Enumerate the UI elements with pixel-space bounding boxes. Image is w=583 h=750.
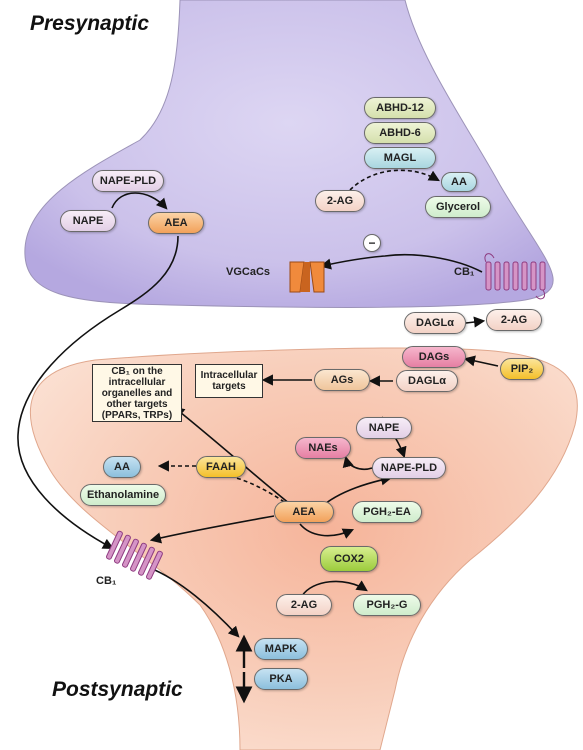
faah-node: FAAH xyxy=(196,456,246,478)
dagl-low-node: DAGLα xyxy=(396,370,458,392)
presynaptic-terminal xyxy=(24,0,554,308)
inhibition-sign: − xyxy=(363,234,381,252)
dagl-top-node: DAGLα xyxy=(404,312,466,334)
arrow-cb1-to-kinases xyxy=(149,567,240,638)
vgcc-channel xyxy=(289,261,325,293)
arrow-2ag-to-pgh2g xyxy=(301,580,368,597)
pka-node: PKA xyxy=(254,668,308,690)
mapk-node: MAPK xyxy=(254,638,308,660)
pgh2-ea-node: PGH₂-EA xyxy=(352,501,422,523)
abhd12-node: ABHD-12 xyxy=(364,97,436,119)
pip2-node: PIP₂ xyxy=(500,358,544,380)
arrow-2ag-to-aa xyxy=(349,169,440,191)
postsynaptic-heading: Postsynaptic xyxy=(52,678,183,701)
postsynaptic-terminal xyxy=(29,347,578,750)
2ag-post-node: 2-AG xyxy=(276,594,332,616)
cb1-organelles-box: CB₁ on the intracellular organelles and … xyxy=(92,364,182,422)
presynaptic-heading: Presynaptic xyxy=(30,12,150,35)
cb1-receptor-post xyxy=(106,530,163,580)
2ag-right-node: 2-AG xyxy=(486,309,542,331)
nape-pre-node: NAPE xyxy=(60,210,116,232)
abhd6-node: ABHD-6 xyxy=(364,122,436,144)
ethanolamine-node: Ethanolamine xyxy=(80,484,166,506)
arrow-dagl-to-2ag xyxy=(465,316,486,328)
cox2-node: COX2 xyxy=(320,546,378,572)
intracellular-targets-box: Intracellular targets xyxy=(195,364,263,398)
ags-node: AGs xyxy=(314,369,370,391)
glycerol-node: Glycerol xyxy=(425,196,491,218)
aea-pre-node: AEA xyxy=(148,212,204,234)
cb1-post-label: CB₁ xyxy=(96,575,117,587)
nape-pld-post-node: NAPE-PLD xyxy=(372,457,446,479)
aea-post-node: AEA xyxy=(274,501,334,523)
naes-node: NAEs xyxy=(295,437,351,459)
magl-node: MAGL xyxy=(364,147,436,169)
vgcacs-label: VGCaCs xyxy=(226,266,271,278)
arrow-napepld-to-naes xyxy=(342,455,373,471)
cb1-pre-label: CB₁ xyxy=(454,266,475,278)
aa-pre-node: AA xyxy=(441,172,477,192)
arrow-aea-retrograde xyxy=(17,235,179,550)
pgh2-g-node: PGH₂-G xyxy=(353,594,421,616)
arrow-nape-to-aea xyxy=(111,192,168,210)
cb1-receptor-pre xyxy=(484,253,546,300)
nape-post-node: NAPE xyxy=(356,417,412,439)
arrow-cb1-to-vgcacs xyxy=(319,253,483,273)
arrow-aea-to-cb1-post xyxy=(149,515,275,544)
2ag-pre-node: 2-AG xyxy=(315,190,365,212)
aa-post-node: AA xyxy=(103,456,141,478)
arrow-pip2-to-dags xyxy=(463,355,499,367)
nape-pld-pre-node: NAPE-PLD xyxy=(92,170,164,192)
arrow-aea-to-pgh2ea xyxy=(299,523,355,539)
dags-node: DAGs xyxy=(402,346,466,368)
